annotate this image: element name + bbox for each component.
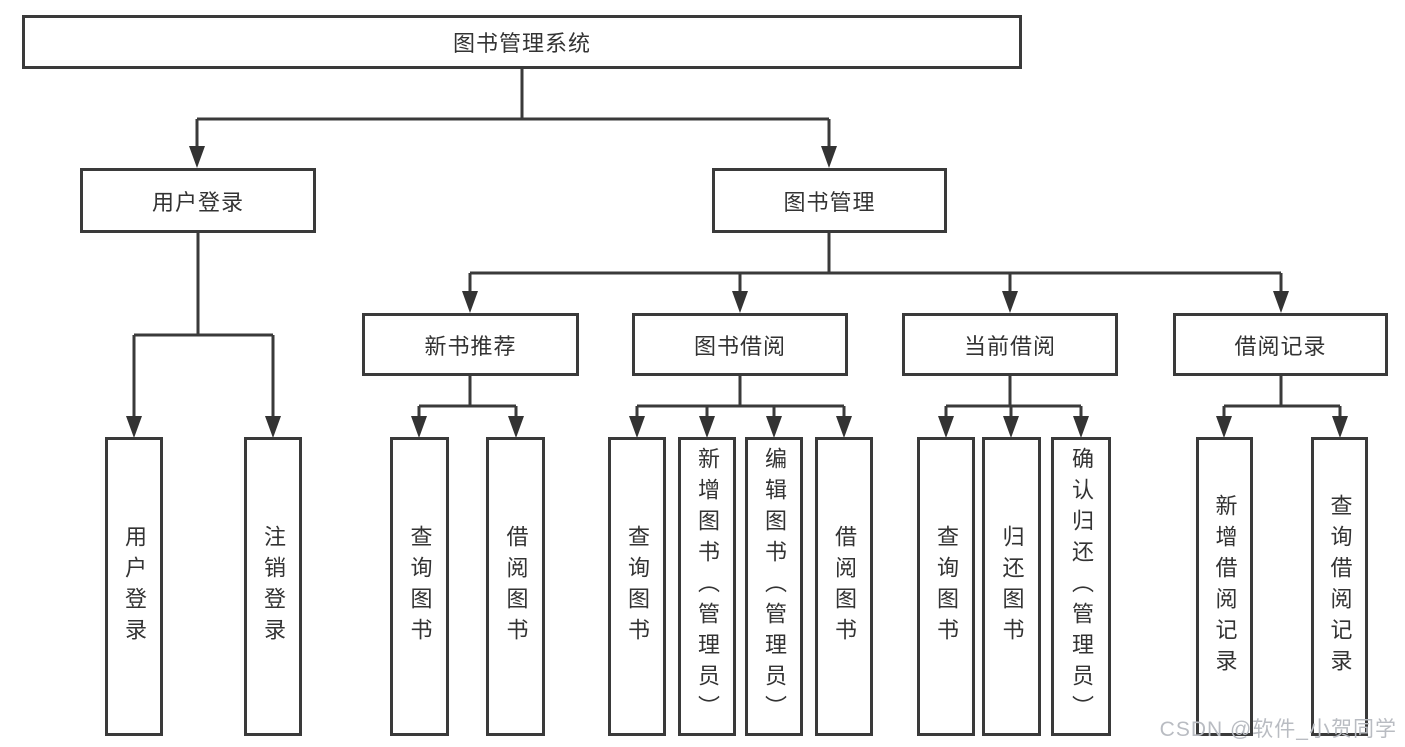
node-leaf-br-query-record: 查询借阅记录 [1311, 437, 1368, 736]
node-label: 借阅图书 [832, 524, 857, 649]
node-leaf-cb-return-books: 归还图书 [982, 437, 1041, 736]
node-leaf-bb-edit-books-admin: 编辑图书（管理员） [745, 437, 803, 736]
node-new-book-recommend: 新书推荐 [362, 313, 579, 376]
node-leaf-bb-add-books-admin: 新增图书（管理员） [678, 437, 736, 736]
node-leaf-nb-query-books: 查询图书 [390, 437, 449, 736]
node-label: 确认归还（管理员） [1069, 447, 1094, 726]
node-leaf-cb-confirm-return-admin: 确认归还（管理员） [1051, 437, 1111, 736]
node-user-login: 用户登录 [80, 168, 316, 233]
node-current-borrow: 当前借阅 [902, 313, 1118, 376]
node-book-borrow: 图书借阅 [632, 313, 848, 376]
node-leaf-br-add-record: 新增借阅记录 [1196, 437, 1253, 736]
node-leaf-bb-query-books: 查询图书 [608, 437, 666, 736]
arrowheads [126, 146, 1348, 438]
csdn-watermark: CSDN @软件_小贺同学 [1159, 718, 1397, 741]
node-label: 注销登录 [261, 524, 286, 649]
node-label: 用户登录 [122, 524, 147, 649]
node-leaf-nb-borrow-books: 借阅图书 [486, 437, 545, 736]
node-label: 查询借阅记录 [1327, 493, 1353, 680]
node-book-management: 图书管理 [712, 168, 947, 233]
node-label: 借阅图书 [503, 524, 529, 649]
node-label: 编辑图书（管理员） [762, 447, 787, 726]
node-label: 查询图书 [625, 524, 650, 649]
node-borrow-records: 借阅记录 [1173, 313, 1388, 376]
node-leaf-logout: 注销登录 [244, 437, 302, 736]
node-label: 归还图书 [999, 524, 1025, 649]
node-leaf-user-login: 用户登录 [105, 437, 163, 736]
node-label: 新增图书（管理员） [695, 447, 720, 726]
node-label: 查询图书 [934, 524, 959, 649]
node-label: 新增借阅记录 [1212, 493, 1238, 680]
node-root: 图书管理系统 [22, 15, 1022, 69]
node-leaf-cb-query-books: 查询图书 [917, 437, 975, 736]
node-leaf-bb-borrow-books: 借阅图书 [815, 437, 873, 736]
node-label: 查询图书 [407, 524, 433, 649]
